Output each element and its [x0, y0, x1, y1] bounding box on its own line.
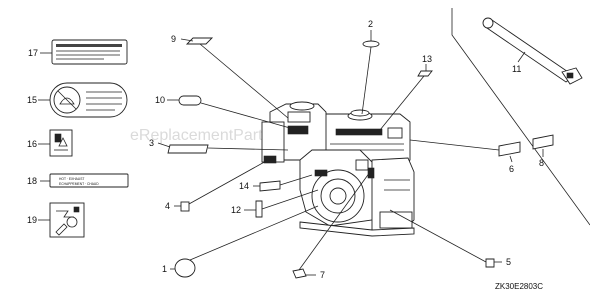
- callout-14: 14: [239, 181, 249, 191]
- callout-5: 5: [506, 257, 511, 267]
- callout-18: 18: [27, 176, 37, 186]
- svg-text:HOT · EXHAUST: HOT · EXHAUST: [59, 177, 84, 181]
- callout-3: 3: [149, 138, 154, 148]
- leader-3: [207, 147, 289, 151]
- tool-11-part: [482, 17, 583, 85]
- label-15-part: [49, 82, 128, 118]
- callout-17: 17: [28, 48, 38, 58]
- watermark: eReplacementParts.com: [130, 127, 305, 144]
- tool-area-divider: [451, 8, 590, 226]
- label-4-part: [180, 201, 190, 212]
- label-5-part: [485, 258, 495, 268]
- leader-5: [389, 209, 487, 263]
- label-13-part: [417, 70, 433, 77]
- callout-10: 10: [155, 95, 165, 105]
- leader-14: [279, 174, 313, 186]
- leader-11: [517, 51, 526, 63]
- leader-9a: [180, 38, 194, 42]
- callout-4: 4: [165, 201, 170, 211]
- leader-2: [361, 46, 372, 115]
- callout-8: 8: [539, 158, 544, 168]
- callout-1: 1: [162, 264, 167, 274]
- callout-12: 12: [231, 205, 241, 215]
- label-2-part: [362, 40, 380, 48]
- label-9-part: [185, 37, 214, 45]
- label-1-part: [174, 258, 196, 278]
- label-8-part: [532, 134, 554, 150]
- label-12-part: [255, 200, 263, 218]
- callout-9: 9: [171, 34, 176, 44]
- drawing-code: ZK30E2803C: [495, 282, 543, 291]
- label-14-part: [259, 180, 281, 192]
- leader-6: [409, 139, 500, 151]
- leader-9: [199, 43, 289, 119]
- label-6-part: [498, 141, 521, 157]
- callout-2: 2: [368, 19, 373, 29]
- label-19-part: [49, 202, 85, 238]
- leader-12: [261, 189, 319, 210]
- leader-6a: [509, 155, 513, 163]
- leader-7: [298, 171, 371, 271]
- leader-3a: [157, 142, 171, 148]
- label-18-part: HOT · EXHAUST ECHAPPEMENT · CHAUD: [49, 173, 129, 188]
- callout-11: 11: [512, 64, 521, 74]
- callout-6: 6: [509, 164, 514, 174]
- leader-13: [379, 75, 425, 131]
- label-16-part: [49, 129, 73, 157]
- label-7-part: [292, 268, 307, 279]
- callout-7: 7: [320, 270, 325, 280]
- callout-15: 15: [27, 95, 37, 105]
- callout-13: 13: [422, 54, 432, 64]
- callout-16: 16: [27, 139, 37, 149]
- engine-illustration: [261, 101, 415, 237]
- callout-19: 19: [27, 215, 37, 225]
- svg-text:ECHAPPEMENT · CHAUD: ECHAPPEMENT · CHAUD: [59, 182, 99, 186]
- leader-10: [200, 102, 291, 129]
- leader-1: [189, 205, 319, 261]
- leader-4: [188, 159, 269, 205]
- label-3-part: [167, 144, 209, 154]
- label-17-part: [51, 39, 128, 65]
- label-10-part: [178, 95, 202, 106]
